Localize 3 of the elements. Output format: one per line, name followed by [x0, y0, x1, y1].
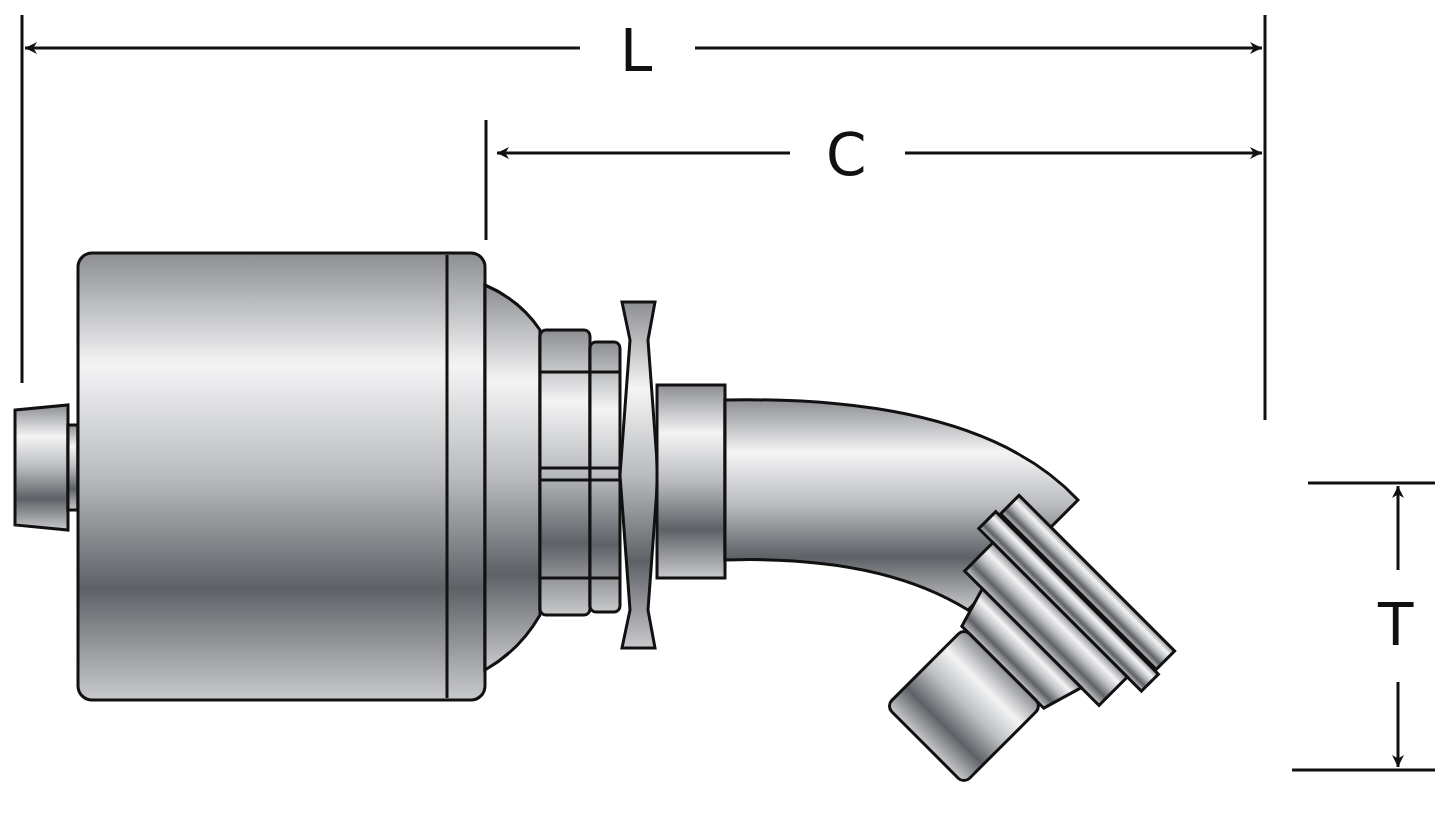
dimension-label: C [826, 126, 867, 184]
dimension-label: L [620, 22, 653, 80]
dimension-label: T [1378, 596, 1414, 654]
